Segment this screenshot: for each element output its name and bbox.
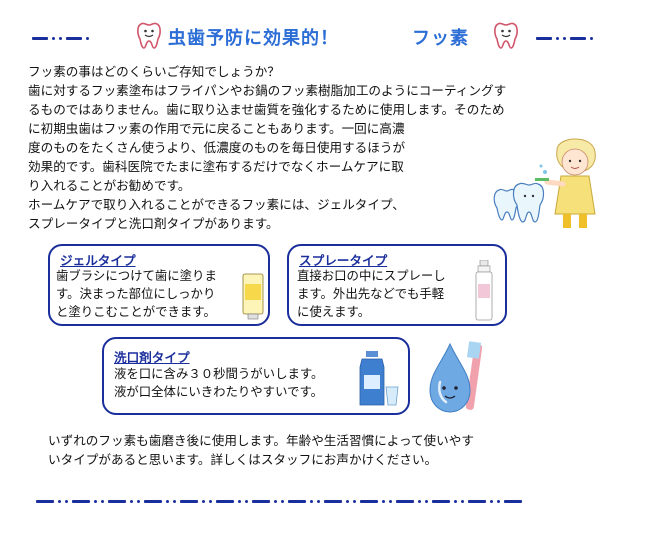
tooth-icon bbox=[137, 22, 161, 49]
card-title: ジェルタイプ bbox=[60, 253, 136, 268]
header: 虫歯予防に効果的！ フッ素 bbox=[0, 18, 650, 58]
bottom-dash-divider bbox=[36, 500, 522, 503]
card-text: 直接お口の中にスプレーし ます。外出先などでも手軽 に使えます。 bbox=[297, 268, 446, 319]
page-title: 虫歯予防に効果的！ bbox=[168, 28, 339, 49]
gel-tube-icon bbox=[242, 273, 264, 320]
mouthwash-icon bbox=[359, 351, 399, 406]
header-dash-right bbox=[536, 37, 593, 40]
card-title: 洗口剤タイプ bbox=[114, 350, 190, 365]
girl-illustration bbox=[493, 138, 596, 228]
card-text: 液を口に含み３０秒間うがいします。 液が口全体にいきわたりやすいです。 bbox=[114, 366, 324, 399]
header-dash-left bbox=[32, 37, 89, 40]
rinse-type-card: 洗口剤タイプ 液を口に含み３０秒間うがいします。 液が口全体にいきわたりやすいで… bbox=[102, 337, 410, 415]
page-title-fluoride: フッ素 bbox=[412, 28, 469, 49]
card-text: 歯ブラシにつけて歯に塗りま す。決まった部位にしっかり と塗りこむことができます… bbox=[56, 268, 217, 319]
gel-type-card: ジェルタイプ 歯ブラシにつけて歯に塗りま す。決まった部位にしっかり と塗りこむ… bbox=[48, 244, 270, 326]
intro-text: フッ素の事はどのくらいご存知でしょうか？ 歯に対するフッ素塗布はフライパンやお鍋… bbox=[28, 64, 507, 231]
spray-bottle-icon bbox=[475, 260, 493, 321]
card-title: スプレータイプ bbox=[299, 253, 388, 268]
spray-type-card: スプレータイプ 直接お口の中にスプレーし ます。外出先などでも手軽 に使えます。 bbox=[287, 244, 507, 326]
tooth-icon bbox=[494, 22, 518, 49]
footer-text: いずれのフッ素も歯磨き後に使用します。年齢や生活習慣によって使いやす いタイプが… bbox=[48, 433, 474, 467]
fluoride-drop-icon bbox=[429, 341, 483, 413]
